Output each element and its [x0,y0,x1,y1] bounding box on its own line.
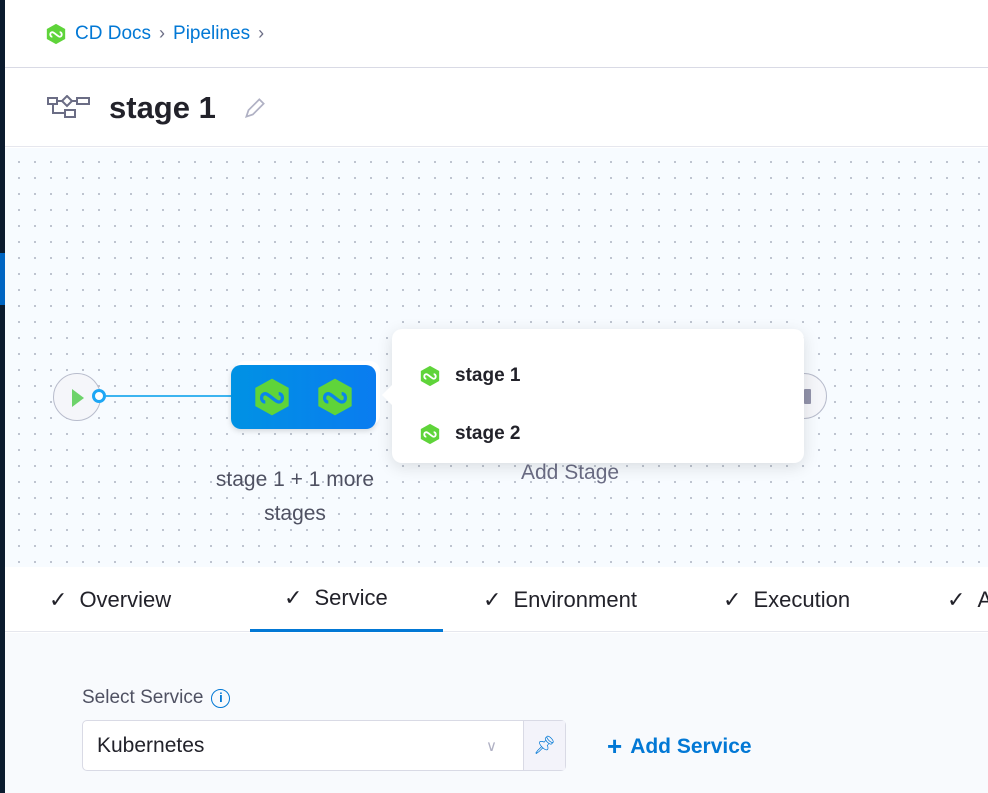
chevron-down-icon[interactable]: ∨ [486,737,497,755]
stage-link [106,395,232,397]
tab-environment[interactable]: ✓ Environment [483,567,637,632]
chevron-right-icon: › [159,23,166,43]
stage-group-popup: stage 1 stage 2 [382,329,804,463]
breadcrumb: CD Docs › Pipelines › [5,0,988,68]
breadcrumb-pipelines[interactable]: Pipelines [173,22,251,44]
pipeline-canvas[interactable]: stage 1 + 1 more stages Add Stage stage … [5,148,988,567]
left-nav-selected[interactable] [0,253,5,305]
popup-item-label: stage 2 [455,423,521,444]
breadcrumb-cd-docs[interactable]: CD Docs [75,22,152,44]
pipeline-stages-icon [47,94,90,118]
edit-pencil-icon[interactable] [242,95,268,121]
pin-icon[interactable]: 📌︎ [523,721,565,770]
stage-tabs: ✓ Overview ✓ Service ✓ Environment ✓ Executi… [5,567,988,632]
tab-label: Execution [753,586,851,612]
check-icon: ✓ [723,586,742,612]
popup-item-stage-2[interactable]: stage 2 [392,405,804,463]
service-select[interactable]: Kubernetes ∨ 📌︎ [82,720,566,771]
tab-label: Overview [79,586,172,612]
add-service-button[interactable]: + Add Service [607,731,752,762]
tab-label: Advanced [977,586,988,612]
stage-hexagon-icon [315,377,355,417]
page-title: stage 1 [109,89,216,125]
popup-item-label: stage 1 [455,365,521,386]
tab-label: Service [314,585,388,610]
add-stage-label[interactable]: Add Stage [521,461,620,484]
check-icon: ✓ [284,585,303,610]
stage-hexagon-icon [419,365,441,387]
stage-group-node[interactable] [231,365,376,429]
field-label: Select Service [82,687,204,708]
service-select-value: Kubernetes [97,733,205,757]
check-icon: ✓ [49,586,68,612]
popup-item-stage-1[interactable]: stage 1 [392,347,804,405]
cd-hexagon-icon [45,23,67,45]
stage-group-label: stage 1 + 1 more stages [215,468,375,525]
plus-icon: + [607,731,623,761]
service-panel: Select Service i Kubernetes ∨ 📌︎ + Add Serv… [5,633,988,793]
info-icon[interactable]: i [211,688,231,708]
stage-hexagon-icon [252,377,292,417]
check-icon: ✓ [483,586,502,612]
tab-overview[interactable]: ✓ Overview [49,567,171,632]
add-service-label: Add Service [630,734,752,758]
tab-advanced[interactable]: ✓ Advanced [947,567,988,632]
chevron-right-icon: › [258,23,265,43]
tab-label: Environment [513,586,637,612]
tab-service[interactable]: ✓ Service [250,567,443,632]
select-service-label: Select Service i [82,687,231,709]
left-nav-strip [0,0,5,793]
stage-hexagon-icon [419,423,441,445]
start-port[interactable] [92,389,106,403]
tab-execution[interactable]: ✓ Execution [723,567,850,632]
check-icon: ✓ [947,586,966,612]
stage-title-bar: stage 1 [5,69,988,147]
